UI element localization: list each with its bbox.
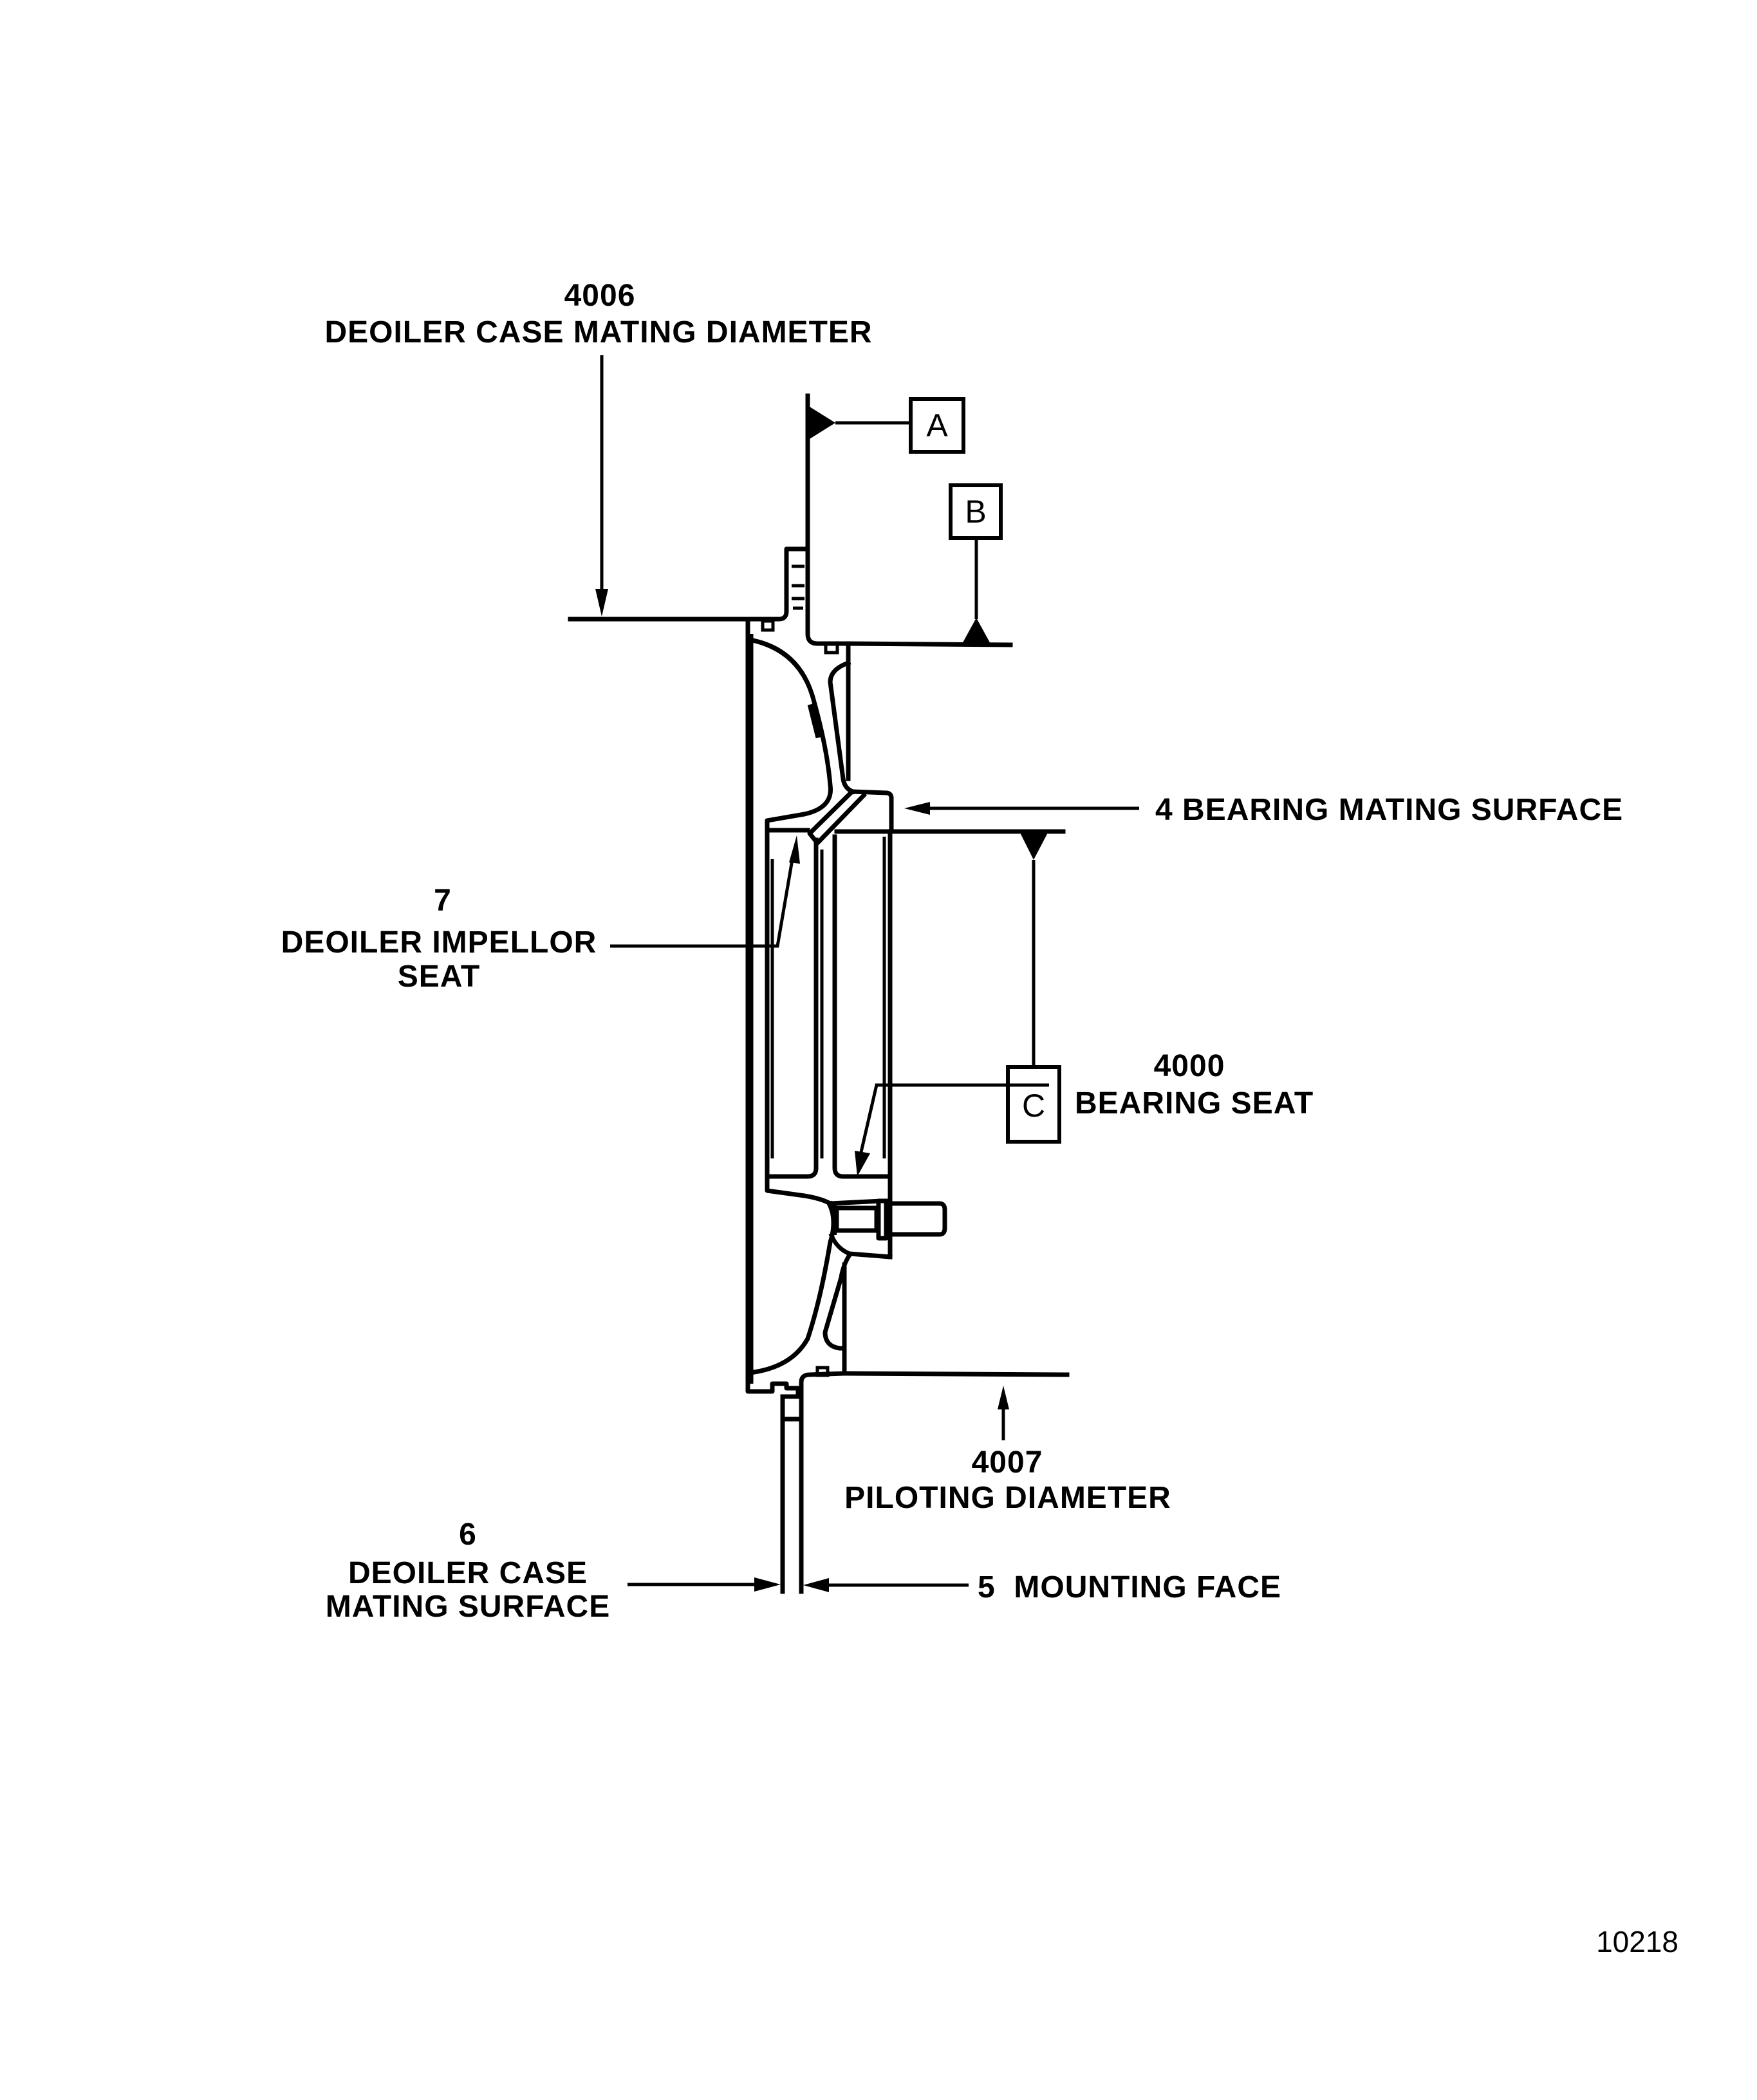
impellor-seat-diagonal — [807, 790, 867, 846]
bolt-head — [834, 1205, 879, 1233]
datum-a: A — [810, 397, 965, 454]
datum-a-label: A — [926, 407, 948, 443]
callout-5-label: 5 MOUNTING FACE — [978, 1570, 1281, 1604]
bottom-notch — [815, 1366, 830, 1377]
datum-c-label: C — [1022, 1088, 1045, 1124]
callout-4007-arrowhead — [998, 1386, 1009, 1409]
callout-7-arrowhead — [789, 835, 800, 864]
housing-outer-wall — [745, 617, 801, 1399]
callout-7-leader — [610, 855, 795, 948]
callout-deoiler-impellor-seat: 7 DEOILER IMPELLOR SEAT — [281, 835, 800, 994]
callout-6-line2: MATING SURFACE — [326, 1590, 610, 1624]
mounting-stem — [780, 1371, 847, 1422]
datum-b: B — [949, 483, 1003, 645]
datum-b-label: B — [965, 494, 986, 530]
bolt-washer — [876, 1198, 889, 1241]
bore-column-right — [832, 834, 892, 1179]
callout-bearing-mating-surface: 4 BEARING MATING SURFACE — [904, 793, 1623, 827]
housing-section — [568, 546, 947, 1594]
callout-6-line1: DEOILER CASE — [348, 1556, 588, 1590]
callout-5-arrowhead — [803, 1578, 829, 1592]
callout-6-number: 6 — [459, 1518, 477, 1552]
bearing-mating-flange — [834, 789, 894, 834]
top-slot-detail — [792, 564, 804, 610]
callout-4000-label: BEARING SEAT — [1075, 1086, 1314, 1120]
housing-top-plate — [568, 546, 851, 646]
callout-4-label: 4 BEARING MATING SURFACE — [1155, 793, 1623, 827]
figure-number: 10218 — [1596, 1925, 1678, 1958]
web-curve-right — [828, 660, 856, 795]
reference-lines — [805, 393, 1070, 1377]
datum-a-triangle — [810, 407, 835, 439]
bolt-shank — [889, 1201, 947, 1237]
datum-c-box — [1006, 1065, 1061, 1144]
top-notch-left — [761, 619, 775, 632]
bore-column-left — [768, 837, 819, 1179]
web-curve-left — [750, 637, 833, 833]
callout-7-line2: SEAT — [398, 960, 480, 994]
callout-bearing-seat: 4000 BEARING SEAT — [855, 1049, 1314, 1176]
callout-7-number: 7 — [434, 884, 452, 918]
callout-6-arrowhead — [754, 1577, 781, 1592]
lower-web-curve — [747, 1200, 836, 1375]
callout-4006-label: DEOILER CASE MATING DIAMETER — [324, 315, 872, 349]
piloting-diameter-line — [842, 1371, 1070, 1377]
callout-4-arrowhead — [904, 802, 930, 815]
datum-b-triangle — [962, 618, 991, 645]
bolt — [826, 1198, 947, 1241]
web-accent — [807, 703, 824, 739]
callout-4006-arrowhead — [595, 589, 608, 617]
bolt-head-fillet — [826, 1202, 837, 1235]
datum-a-box — [909, 397, 965, 454]
datum-c-triangle — [1020, 833, 1048, 860]
callout-7-line1: DEOILER IMPELLOR — [281, 925, 597, 960]
callout-4006-number: 4006 — [564, 279, 636, 313]
callout-4007-label: PILOTING DIAMETER — [844, 1481, 1171, 1515]
callout-4000-leader — [859, 1083, 1049, 1153]
callout-4007-number: 4007 — [972, 1445, 1043, 1480]
lower-flange — [765, 1174, 893, 1206]
lower-web-inner — [823, 1252, 853, 1376]
callout-deoiler-case-mating-diameter: 4006 DEOILER CASE MATING DIAMETER — [324, 279, 872, 617]
datum-c: C — [1006, 833, 1061, 1144]
callout-4000-number: 4000 — [1154, 1049, 1225, 1083]
callout-piloting-diameter: 4007 PILOTING DIAMETER — [844, 1386, 1171, 1515]
callout-deoiler-case-mating-surface: 6 DEOILER CASE MATING SURFACE — [326, 1518, 781, 1624]
callout-4000-arrowhead — [855, 1151, 870, 1176]
top-notch-right — [824, 642, 839, 655]
callout-mounting-face: 5 MOUNTING FACE — [803, 1570, 1281, 1604]
